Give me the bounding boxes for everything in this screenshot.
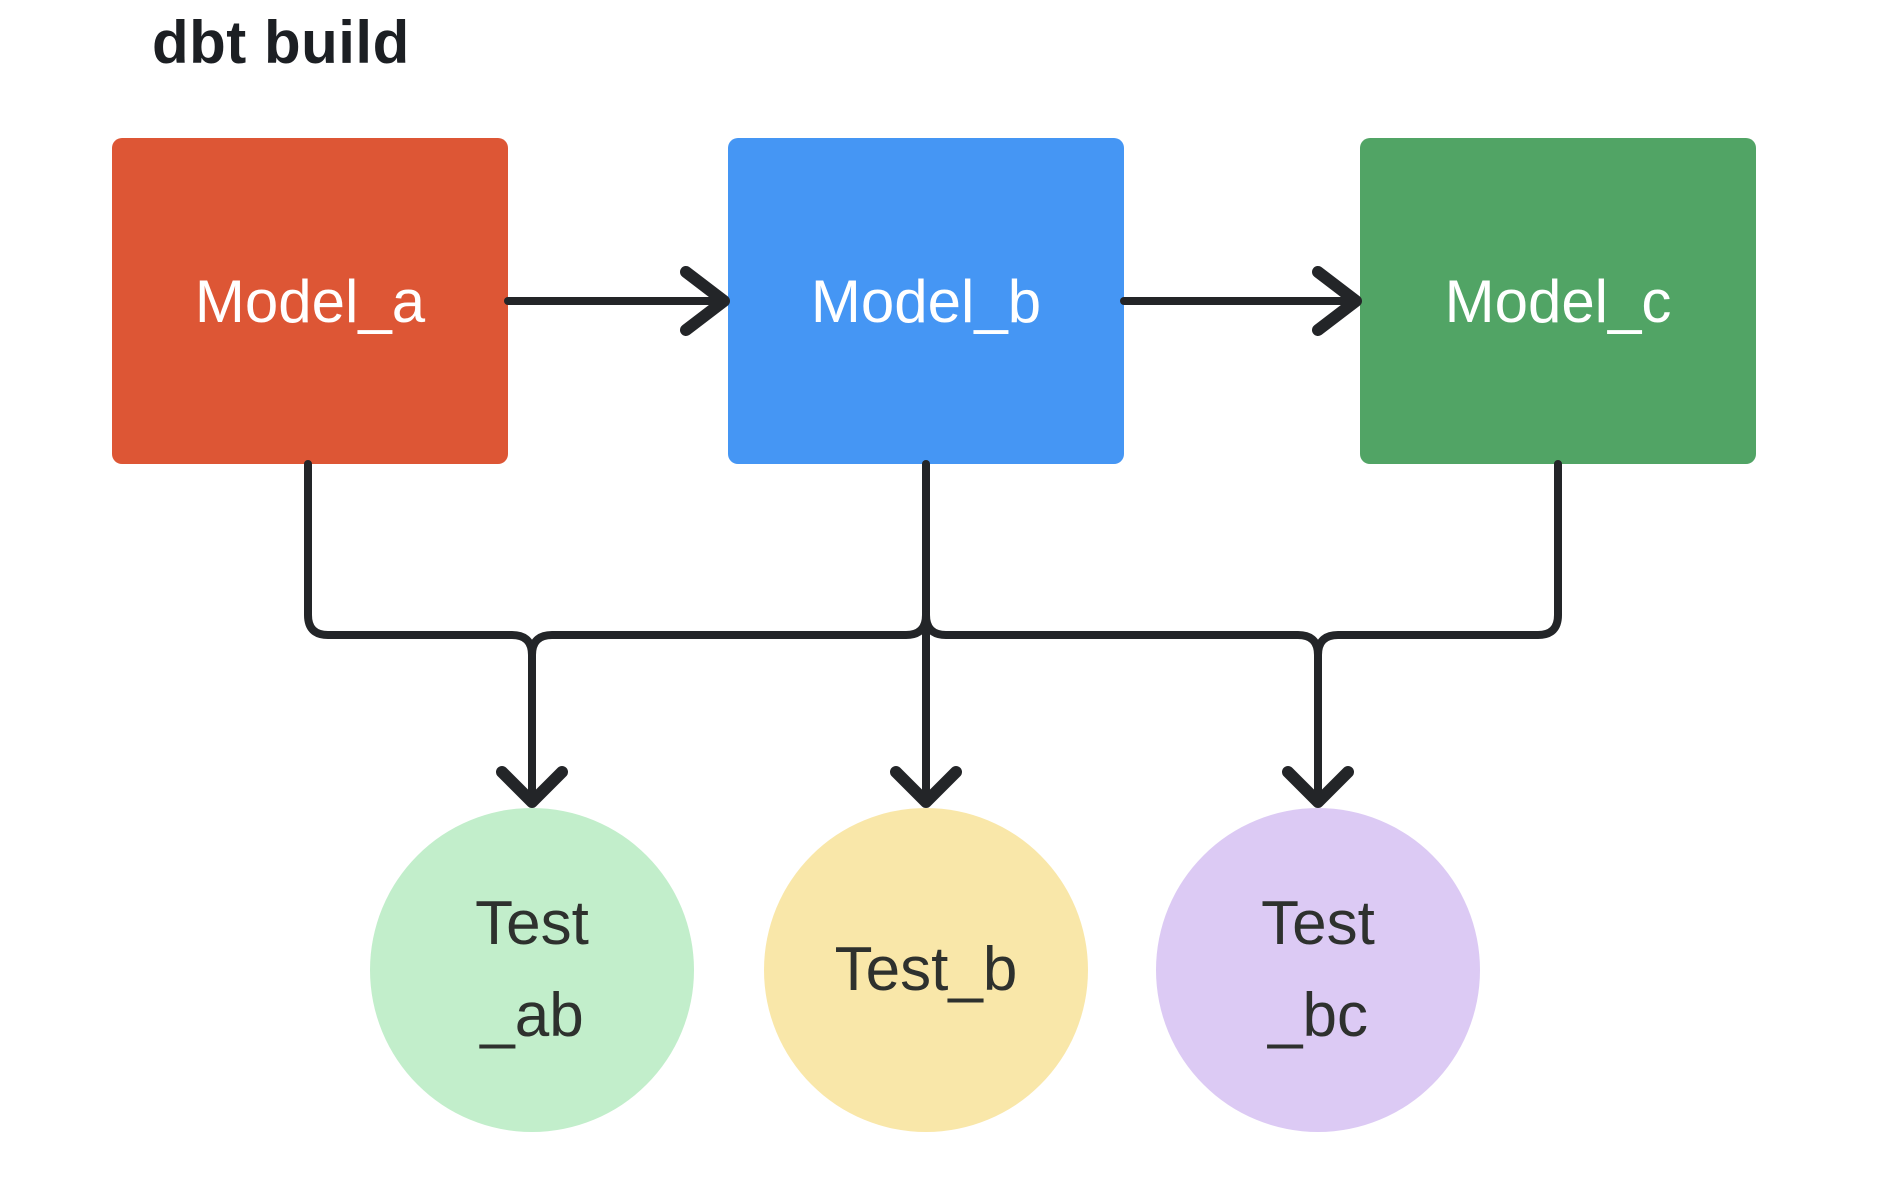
- arrowheads-group: [496, 266, 1362, 808]
- arrowhead-down-test-ab-icon: [496, 766, 568, 808]
- model-c-node: [1360, 138, 1756, 464]
- test-ab-node: [370, 808, 694, 1132]
- test-bc-node: [1156, 808, 1480, 1132]
- test-b-node: [764, 808, 1088, 1132]
- edge-model-a-to-test-ab: [304, 460, 536, 802]
- arrowhead-right-model-b-icon: [680, 266, 730, 336]
- arrowhead-right-model-c-icon: [1312, 266, 1362, 336]
- model-b-node: [728, 138, 1124, 464]
- arrowhead-down-test-bc-icon: [1282, 766, 1354, 808]
- edge-bus-test-ab-to-model-b: [528, 611, 930, 659]
- edge-model-c-to-test-bc: [1314, 460, 1562, 659]
- edge-lines-group: [304, 297, 1562, 802]
- model-a-node: [112, 138, 508, 464]
- edges-group: [304, 266, 1562, 808]
- diagram-title: dbt build: [152, 9, 410, 76]
- arrowhead-down-test-b-icon: [890, 766, 962, 808]
- edge-model-b-to-test-bc: [922, 611, 1322, 802]
